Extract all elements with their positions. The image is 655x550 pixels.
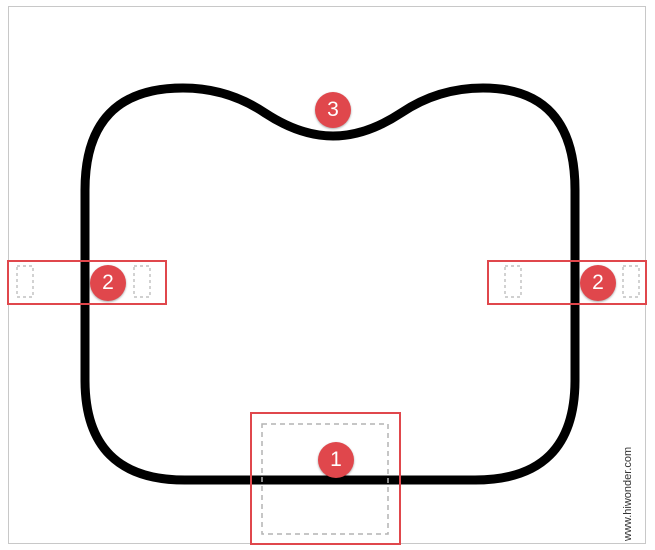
badge-left-zone: 2 bbox=[90, 265, 126, 301]
bottom-dashed-zone bbox=[261, 423, 389, 535]
right-dashed-mark-inner bbox=[504, 265, 522, 298]
left-dashed-mark-outer bbox=[16, 265, 34, 298]
badge-bottom-zone: 1 bbox=[318, 442, 354, 478]
left-dashed-mark-inner bbox=[133, 265, 151, 298]
badge-top-curve: 3 bbox=[315, 92, 351, 128]
track-line bbox=[80, 83, 580, 485]
bottom-zone-outline bbox=[250, 412, 401, 545]
right-dashed-mark-outer bbox=[622, 265, 640, 298]
watermark-text: www.hiwonder.com bbox=[622, 446, 634, 541]
badge-right-zone: 2 bbox=[580, 265, 616, 301]
right-zone-outline bbox=[487, 260, 647, 305]
left-zone-outline bbox=[7, 260, 167, 305]
